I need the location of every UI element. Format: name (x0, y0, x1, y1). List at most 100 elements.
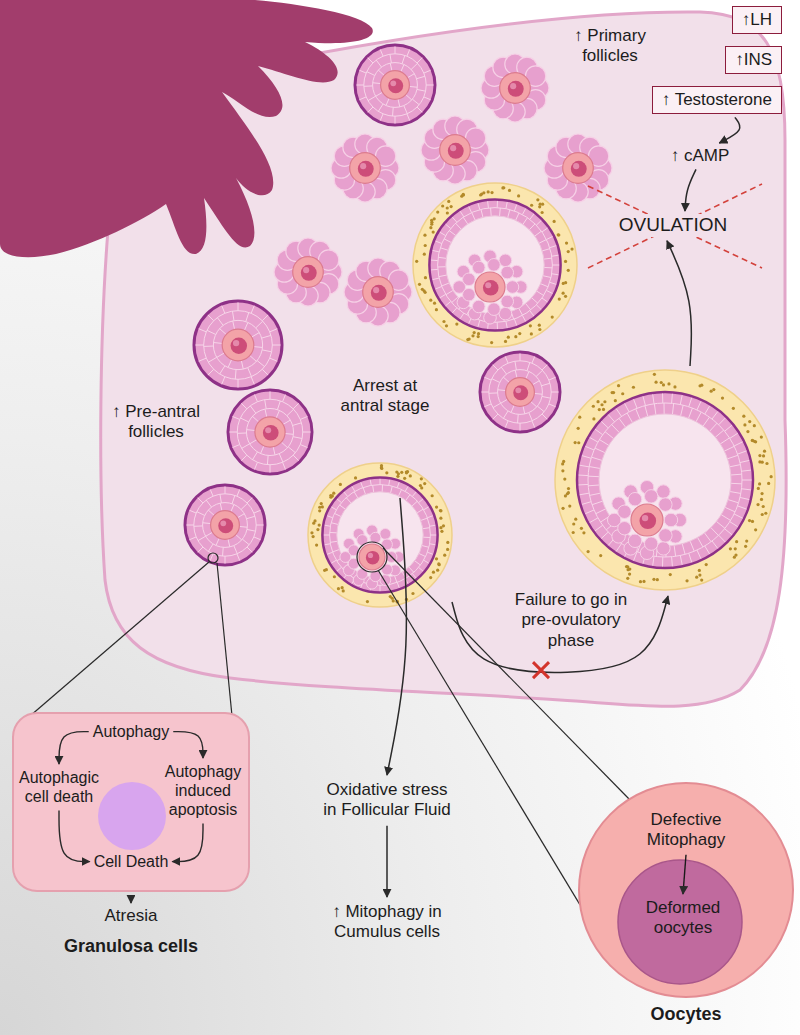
cumulus-cell (657, 542, 670, 555)
theca-cell (538, 328, 541, 331)
text-slot: ↑ Primary follicles (560, 26, 660, 67)
theca-cell (490, 191, 493, 194)
basement-membrane (185, 485, 265, 565)
cell-wall (247, 547, 252, 552)
cell-wall (731, 474, 742, 476)
text-slot: Oxidative stress in Follicular Fluid (320, 780, 454, 821)
basement-membrane (577, 392, 753, 568)
theca-cell (318, 523, 321, 526)
theca-cell (667, 382, 670, 385)
theca-cell (748, 519, 751, 522)
cell-wall (331, 523, 338, 525)
cell-wall (636, 409, 640, 419)
antrum (599, 414, 731, 546)
nucleus-shine (510, 83, 516, 89)
cell-wall (438, 257, 446, 258)
cell-wall (199, 329, 207, 332)
cell-wall (417, 509, 423, 513)
cell-wall (357, 85, 364, 86)
cell-wall (552, 274, 559, 275)
cell-wall (522, 209, 525, 215)
cell-wall (198, 547, 203, 552)
nucleus-shine (515, 387, 521, 393)
cell-wall (430, 535, 436, 536)
theca-cell (567, 250, 570, 253)
cell-wall (433, 250, 440, 252)
cell-wall (690, 541, 694, 551)
cell-wall (456, 223, 462, 229)
cell-layer (204, 311, 273, 380)
theca-cell (754, 528, 757, 531)
cell-wall (552, 265, 559, 266)
cell-wall (549, 404, 556, 407)
cell-wall (728, 500, 739, 503)
cell-wall (361, 482, 363, 487)
cell-wall (337, 567, 341, 571)
cell-wall (392, 107, 394, 116)
cell-wall (238, 303, 239, 311)
cell-wall (536, 221, 541, 226)
cell-wall (196, 345, 204, 346)
nucleus-shine (368, 553, 373, 558)
cell-wall (208, 315, 214, 321)
cell-wall (407, 114, 410, 121)
theca-cell (578, 416, 581, 419)
cell-wall (536, 370, 542, 376)
cell-wall (616, 409, 621, 417)
theca-cell (423, 482, 426, 485)
cell-wall (674, 545, 676, 556)
theca-cell (712, 388, 715, 391)
theca-cell (558, 297, 561, 300)
cell-wall (407, 74, 414, 78)
theca-cell (389, 595, 392, 598)
theca-cell (748, 420, 751, 423)
cell-wall (220, 329, 227, 335)
theca-cell (400, 471, 403, 474)
cell-wall (728, 455, 738, 459)
theca-cell (429, 299, 432, 302)
cell-wall (427, 552, 432, 554)
cell-wall (293, 455, 298, 460)
cell-wall (256, 525, 263, 526)
cumulus-cell (472, 300, 485, 313)
theca-cell (565, 242, 568, 245)
theca-cell (318, 509, 321, 512)
theca-cell (447, 200, 450, 203)
process-text: Autophagy induced apoptosis (160, 762, 246, 820)
cell-wall (262, 315, 268, 321)
marks (208, 184, 762, 572)
oocyte-nucleus (218, 518, 233, 533)
cell-wall (228, 360, 232, 368)
cell-wall (542, 365, 547, 370)
cell-wall (412, 492, 416, 496)
cell-wall (378, 70, 384, 75)
cell-wall (251, 377, 254, 385)
theca-cell (432, 230, 435, 233)
cell-wall (220, 503, 222, 511)
cell-wall (580, 493, 589, 495)
cell-wall (490, 208, 492, 216)
primary-follicle (274, 238, 342, 306)
cell-wall (406, 495, 410, 501)
outcome-label: Atresia (105, 906, 158, 926)
cell-layer (203, 503, 248, 548)
theca-cell (325, 568, 328, 571)
block-cross (533, 662, 549, 678)
antrum (337, 492, 423, 578)
cell-wall (682, 544, 685, 555)
cumulus-cell (644, 537, 657, 550)
cell-wall (529, 413, 532, 421)
cell-wall (281, 442, 287, 448)
cell-wall (532, 356, 535, 363)
oocyte-nucleus (263, 425, 279, 441)
theca-cell (507, 336, 510, 339)
cell-wall (493, 403, 501, 407)
theca-cell (735, 540, 738, 543)
theca-cell (418, 283, 421, 286)
cell-wall (194, 525, 203, 526)
follicle-label: ↑ Pre-antral follicles (100, 402, 212, 443)
cell-wall (203, 522, 211, 524)
theca-cell (600, 403, 603, 406)
cell-wall (478, 203, 480, 209)
cell-wall (346, 498, 351, 503)
